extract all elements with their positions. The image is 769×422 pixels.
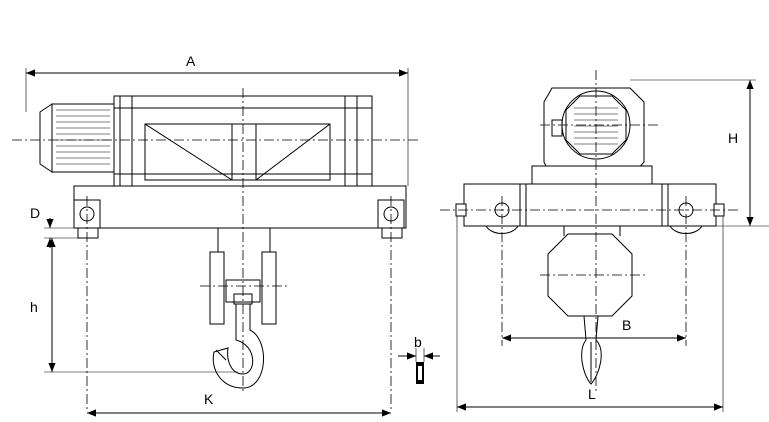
end-hook-block [547, 226, 633, 385]
motor [39, 103, 115, 173]
trolley-beam [73, 185, 407, 239]
rail-section: b [398, 334, 440, 384]
dim-label-D: D [30, 205, 40, 221]
dim-label-H: H [728, 130, 738, 146]
dim-label-B: B [622, 317, 631, 333]
hook-block [209, 228, 277, 389]
dim-label-A: A [186, 53, 196, 69]
cross-beam [455, 183, 725, 234]
dim-label-b: b [414, 334, 422, 350]
dim-label-h: h [30, 299, 38, 315]
side-view: A D h K [12, 53, 420, 417]
dim-label-L: L [588, 386, 596, 402]
motor-housing [531, 87, 653, 185]
dim-label-K: K [204, 391, 214, 407]
end-view: H B L [440, 70, 769, 412]
